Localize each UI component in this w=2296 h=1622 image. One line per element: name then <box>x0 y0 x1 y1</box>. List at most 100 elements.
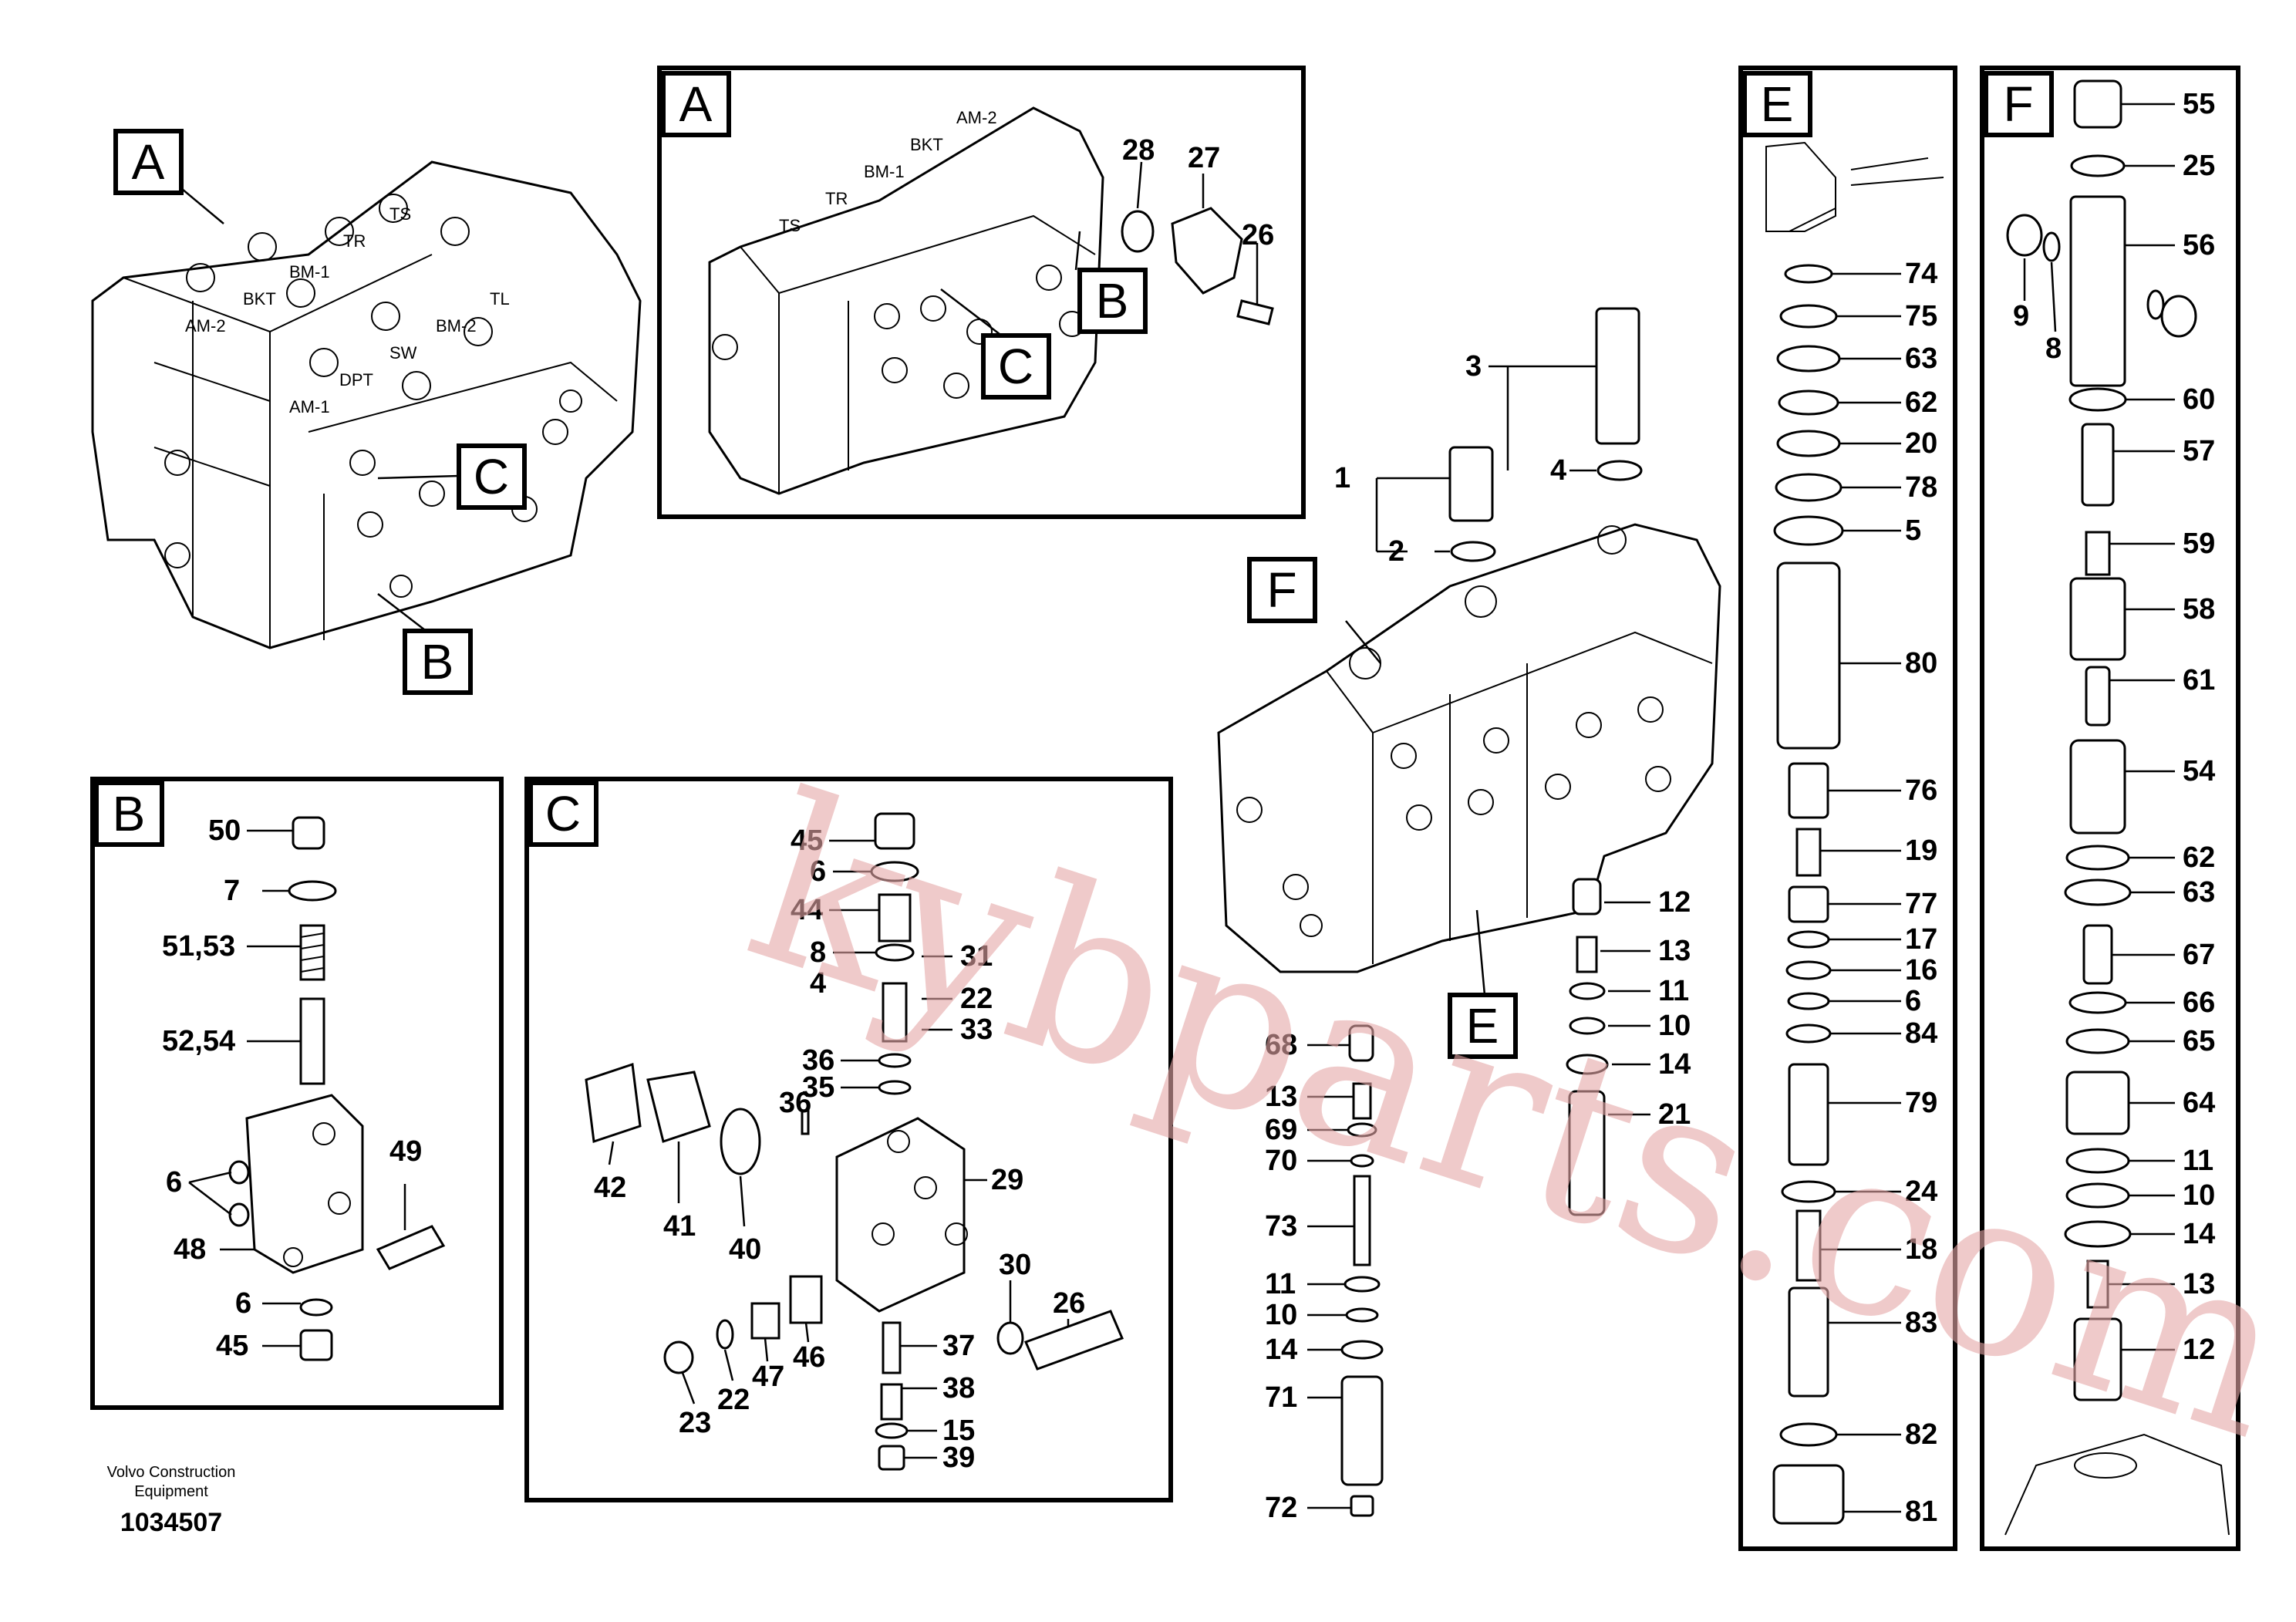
svg-text:F: F <box>1266 562 1296 618</box>
svg-text:C: C <box>998 339 1033 394</box>
label-C36b: 36 <box>779 1087 811 1119</box>
label-E16: 16 <box>1905 954 1937 986</box>
spring-13m <box>1576 936 1598 973</box>
cover-27 <box>1171 207 1243 295</box>
label-C22b: 22 <box>717 1384 750 1416</box>
tag-E-main: E <box>1448 993 1518 1059</box>
label-E83: 83 <box>1905 1307 1937 1339</box>
port-tl: TL <box>490 289 510 309</box>
o-ring-10b <box>1345 1307 1379 1323</box>
sleeve-80 <box>1776 561 1841 750</box>
svg-text:B: B <box>1096 273 1129 329</box>
panel-E: E <box>1738 66 1957 1551</box>
housing-29 <box>835 1117 966 1313</box>
label-M3: 3 <box>1465 350 1482 383</box>
label-B5153: 51,53 <box>162 930 235 963</box>
label-A26: 26 <box>1242 219 1274 251</box>
poppet-46 <box>789 1275 823 1324</box>
label-C44: 44 <box>791 894 823 926</box>
ring-78 <box>1775 473 1843 502</box>
label-F25: 25 <box>2183 150 2215 182</box>
label-M1: 1 <box>1334 462 1350 494</box>
panel-A: A TS TR BM-1 BKT AM-2 28 27 26 B C <box>657 66 1306 519</box>
o-ring-66 <box>2068 991 2127 1014</box>
tag-C-in-A: C <box>981 333 1051 400</box>
label-C31: 31 <box>960 940 993 973</box>
ring-5 <box>1773 515 1844 546</box>
maker-line-2: Equipment <box>134 1483 208 1500</box>
label-C33: 33 <box>960 1013 993 1046</box>
ring-74 <box>1784 264 1833 284</box>
spring-44 <box>878 893 912 943</box>
o-ring-10m <box>1569 1017 1606 1035</box>
o-ring-11b <box>1344 1276 1381 1293</box>
poppet-68 <box>1348 1024 1374 1062</box>
label-F61: 61 <box>2183 664 2215 696</box>
label-E63: 63 <box>1905 342 1937 375</box>
label-F13: 13 <box>2183 1268 2215 1300</box>
label-C6: 6 <box>810 855 826 888</box>
label-M68: 68 <box>1265 1029 1297 1061</box>
label-B7: 7 <box>224 875 240 907</box>
label-C42: 42 <box>594 1172 626 1204</box>
o-ring-40 <box>720 1108 761 1175</box>
label-C4: 4 <box>810 967 826 1000</box>
svg-text:B: B <box>421 634 454 690</box>
label-F11: 11 <box>2183 1145 2213 1177</box>
label-E84: 84 <box>1905 1017 1937 1050</box>
label-C15: 15 <box>942 1415 975 1447</box>
label-E6: 6 <box>1905 985 1921 1017</box>
label-F54: 54 <box>2183 755 2215 787</box>
tag-A-overview: A <box>113 129 184 195</box>
label-E75: 75 <box>1905 300 1937 332</box>
label-E19: 19 <box>1905 835 1937 867</box>
housing-48 <box>245 1094 364 1274</box>
panel-E-title: E <box>1761 76 1794 132</box>
label-E76: 76 <box>1905 774 1937 807</box>
label-F56: 56 <box>2183 229 2215 261</box>
ring-84 <box>1785 1023 1832 1044</box>
port-am1: AM-1 <box>289 397 330 416</box>
panel-F-title: F <box>2003 76 2033 132</box>
spring-13b <box>1352 1082 1372 1120</box>
label-E81: 81 <box>1905 1496 1937 1528</box>
spring-59 <box>2085 531 2111 576</box>
spring-58 <box>2069 577 2126 661</box>
label-M73: 73 <box>1265 1210 1297 1243</box>
spring-47 <box>750 1302 781 1340</box>
label-B5254: 52,54 <box>162 1025 235 1057</box>
label-B6b: 6 <box>235 1287 251 1320</box>
label-E74: 74 <box>1905 258 1937 290</box>
o-ring-7 <box>288 880 337 902</box>
label-M11: 11 <box>1658 975 1689 1007</box>
o-ring-35c <box>878 1080 912 1095</box>
bolt-26c <box>1023 1310 1124 1371</box>
label-C41: 41 <box>663 1210 696 1243</box>
panel-F: F <box>1980 66 2240 1551</box>
body-64 <box>2065 1071 2130 1135</box>
retainer-61 <box>2085 666 2111 727</box>
label-M70: 70 <box>1265 1145 1297 1177</box>
o-ring-8f <box>2042 231 2061 262</box>
label-C22: 22 <box>960 983 993 1015</box>
panel-C: C <box>524 777 1173 1502</box>
spool-67 <box>2082 924 2113 985</box>
ring-6e <box>1787 992 1830 1010</box>
o-ring-25 <box>2070 154 2126 177</box>
label-M12: 12 <box>1658 886 1691 919</box>
plug-9 <box>2006 214 2043 257</box>
label-M14: 14 <box>1658 1048 1691 1081</box>
plug-45c <box>874 812 915 850</box>
panel-B-title: B <box>113 786 146 841</box>
spool-79 <box>1788 1063 1829 1166</box>
label-E20: 20 <box>1905 427 1937 460</box>
port-ts: TS <box>389 204 411 224</box>
label-C35: 35 <box>802 1071 834 1104</box>
label-F64: 64 <box>2183 1087 2215 1119</box>
o-ring-62f <box>2065 845 2130 871</box>
ring-82 <box>1779 1422 1838 1447</box>
o-ring-14m <box>1566 1054 1609 1075</box>
port-tr: TR <box>343 231 366 251</box>
poppet-12f <box>2073 1317 2122 1401</box>
